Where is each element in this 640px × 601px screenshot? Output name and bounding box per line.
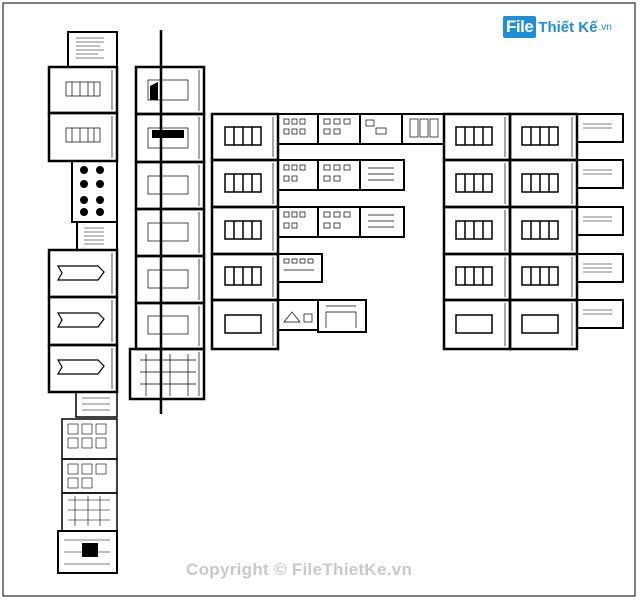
copyright-watermark: Copyright © FileThietKe.vn	[186, 560, 413, 579]
filethietke-logo: File Thiết Kế .vn	[503, 14, 612, 40]
second-column-sheets	[128, 30, 206, 414]
middle-block-sheets	[210, 112, 445, 351]
right-block-sheets	[442, 112, 624, 351]
left-column-sheets	[47, 31, 119, 574]
logo-main-text: Thiết Kế	[538, 18, 598, 36]
logo-domain-suffix: .vn	[598, 21, 612, 33]
logo-file-box: File	[503, 16, 537, 38]
